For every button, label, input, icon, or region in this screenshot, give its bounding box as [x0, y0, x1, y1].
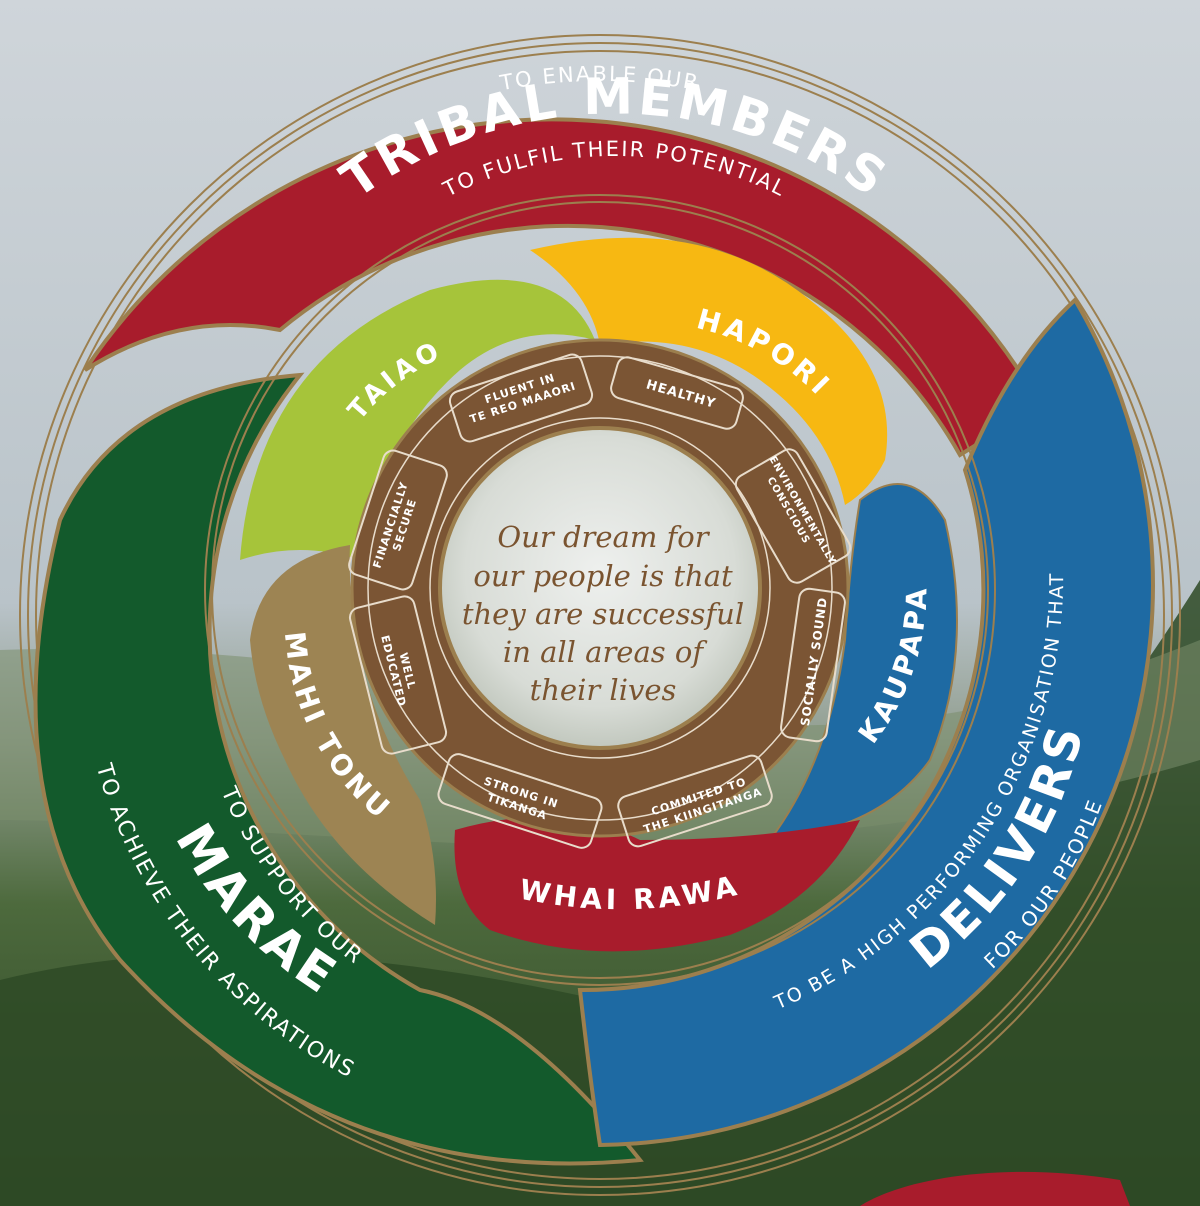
middle-gold-rings: [204, 194, 996, 986]
hapori-segment: [530, 237, 888, 505]
plate-environment: [734, 448, 852, 584]
delivers-segment: [577, 296, 1155, 1148]
dream-line-4: in all areas of: [503, 635, 708, 669]
plate-financial: [348, 449, 448, 591]
plate-socially: [780, 587, 846, 743]
dream-line-3: they are successful: [462, 597, 744, 631]
dream-line-1: Our dream for: [497, 520, 710, 554]
plate-tikanga: [437, 753, 603, 849]
ring-plates: [348, 353, 852, 849]
values-ring-inner-line: [367, 355, 833, 821]
center-circle-border: [429, 417, 771, 759]
plate-healthy: [610, 356, 744, 430]
plate-kiingitanga: [617, 754, 773, 848]
background-bottom-red-arc: [860, 1171, 1130, 1206]
kaupapa-segment: [767, 483, 958, 842]
whai-rawa-segment: [454, 817, 860, 952]
outer-gold-rings: [19, 34, 1181, 1196]
taiao-segment: [240, 279, 595, 560]
mahi-tonu-segment: [250, 545, 436, 925]
marae-segment: [33, 372, 644, 1166]
plate-fluent: [448, 353, 594, 443]
tribal-members-segment: [83, 117, 1043, 458]
plate-educated: [348, 595, 448, 755]
dream-line-2: our people is that: [473, 559, 733, 593]
center-circle: [438, 426, 762, 750]
dream-line-5: their lives: [530, 673, 677, 707]
